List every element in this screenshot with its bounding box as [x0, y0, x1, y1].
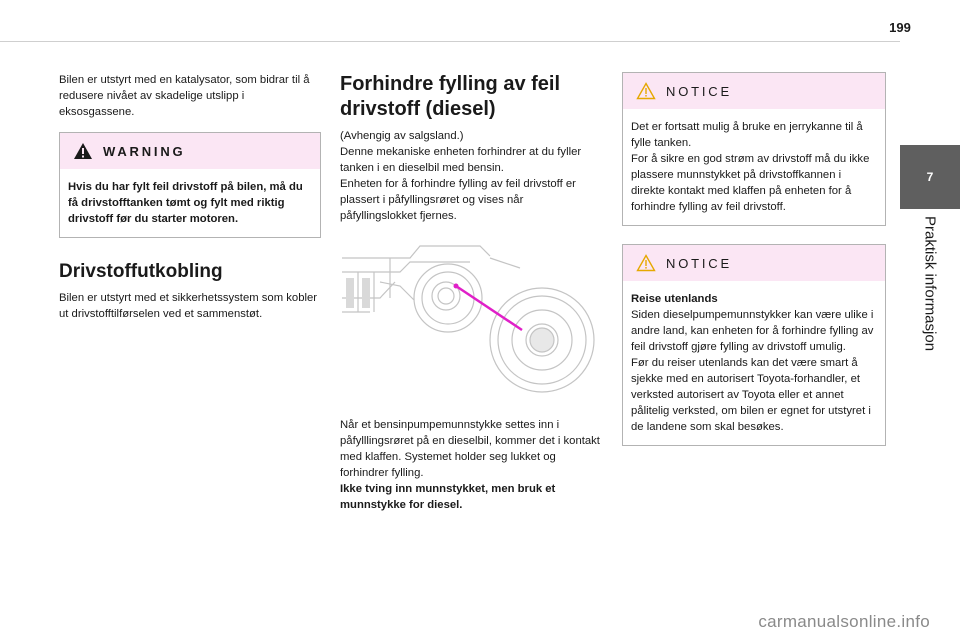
notice-header-1: NOTICE [623, 73, 885, 109]
notice-box-jerrycan: NOTICE Det er fortsatt mulig å bruke en … [622, 72, 886, 226]
notice-label-1: NOTICE [666, 83, 732, 99]
column-middle: Forhindre fylling av feil drivstoff (die… [340, 72, 602, 513]
para-device-description: Denne mekaniske enheten forhindrer at du… [340, 146, 582, 174]
warning-triangle-icon [74, 143, 92, 159]
page-number: 199 [889, 20, 911, 35]
chapter-title-vertical: Praktisk informasjon [904, 216, 956, 366]
notice-1-para-2: For å sikre en god strøm av drivstoff må… [631, 153, 870, 213]
chapter-tab[interactable]: 7 [900, 145, 960, 209]
catalyst-intro: Bilen er utstyrt med en katalysator, som… [59, 74, 310, 118]
column-right: NOTICE Det er fortsatt mulig å bruke en … [622, 72, 886, 446]
para-sales-country: (Avhengig av salgsland.) [340, 130, 464, 142]
warning-header: WARNING [60, 133, 320, 169]
warning-box: WARNING Hvis du har fylt feil drivstoff … [59, 132, 321, 238]
section-heading-misfuel: Forhindre fylling av feil drivstoff (die… [340, 72, 602, 122]
notice-box-abroad: NOTICE Reise utenlands Siden dieselpumpe… [622, 244, 886, 446]
chapter-number: 7 [926, 170, 934, 184]
notice-2-para-1: Siden dieselpumpemunnstykker kan være ul… [631, 309, 874, 353]
fuel-filler-illustration [342, 245, 595, 393]
fuel-cutoff-text: Bilen er utstyrt med et sikkerhetssystem… [59, 292, 318, 320]
heading-line-1: Forhindre fylling av feil [340, 73, 561, 95]
para-nozzle-contact: Når et bensinpumpemunnstykke settes inn … [340, 419, 600, 479]
notice-triangle-icon [636, 254, 656, 272]
warning-label: WARNING [103, 143, 186, 159]
warning-text: Hvis du har fylt feil drivstoff på bilen… [68, 181, 303, 225]
notice-1-para-1: Det er fortsatt mulig å bruke en jerryka… [631, 121, 863, 149]
column-left: Bilen er utstyrt med en katalysator, som… [59, 72, 321, 322]
notice-triangle-icon [636, 82, 656, 100]
heading-line-2: drivstoff (diesel) [340, 98, 496, 120]
notice-header-2: NOTICE [623, 245, 885, 281]
section-heading-fuel-cutoff: Drivstoffutkobling [59, 261, 223, 282]
notice-2-title: Reise utenlands [631, 293, 718, 305]
notice-label-2: NOTICE [666, 255, 732, 271]
para-do-not-force: Ikke tving inn munnstykket, men bruk et … [340, 483, 556, 511]
watermark: carmanualsonline.info [758, 612, 930, 631]
para-device-location: Enheten for å forhindre fylling av feil … [340, 178, 576, 222]
notice-2-para-2: Før du reiser utenlands kan det være sma… [631, 357, 871, 433]
chapter-title: Praktisk informasjon [921, 216, 939, 352]
notice-body-1: Det er fortsatt mulig å bruke en jerryka… [623, 109, 885, 225]
notice-body-2: Reise utenlands Siden dieselpumpemunnsty… [623, 281, 885, 445]
header-divider [0, 41, 900, 42]
